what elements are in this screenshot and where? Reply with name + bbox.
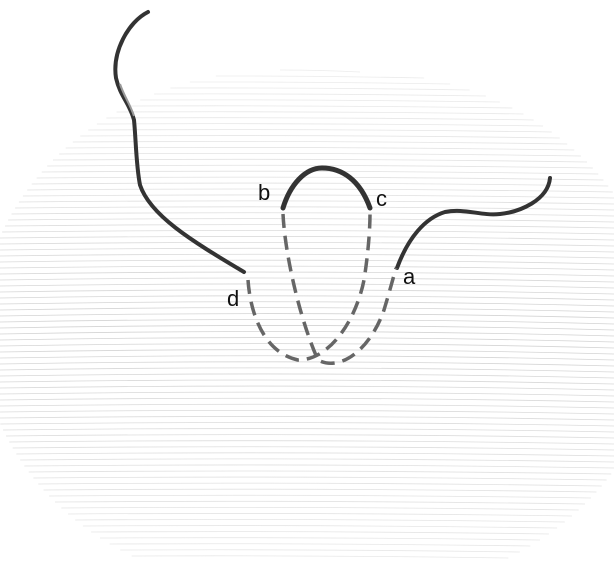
surface-line xyxy=(61,507,578,510)
surface-line xyxy=(0,314,614,318)
surface-line xyxy=(66,147,574,150)
surface-line xyxy=(0,290,614,294)
surface-line xyxy=(0,404,614,408)
surface-line xyxy=(37,177,604,180)
surface-line xyxy=(154,94,486,96)
surface-line xyxy=(49,495,591,498)
surface-line xyxy=(5,225,614,228)
surface-line xyxy=(9,441,614,444)
surface-line xyxy=(0,374,614,378)
surface-line xyxy=(83,526,557,528)
surface-line xyxy=(55,501,585,504)
surface-line xyxy=(3,429,614,432)
label-d: d xyxy=(227,286,239,311)
label-a: a xyxy=(403,264,416,289)
surface-line xyxy=(2,231,614,234)
surface-line xyxy=(0,422,614,426)
surface-line xyxy=(0,302,614,306)
surface-line xyxy=(23,195,614,198)
surface-line xyxy=(8,219,614,222)
surface-line xyxy=(29,471,612,474)
surface-line xyxy=(0,260,614,264)
surface-line xyxy=(16,453,614,456)
surface-line xyxy=(97,124,543,126)
surface-line xyxy=(20,459,614,462)
surface-line xyxy=(110,544,531,546)
surface-line xyxy=(0,278,614,282)
arc-b-c-solid xyxy=(283,168,370,208)
surface-line xyxy=(33,477,606,480)
surface-line xyxy=(132,556,509,558)
surface-line xyxy=(128,106,513,108)
surface-line xyxy=(68,513,572,516)
surface-line xyxy=(19,201,614,204)
surface-line xyxy=(0,386,614,390)
surface-line xyxy=(106,118,533,120)
surface-line xyxy=(24,465,614,468)
surface-line xyxy=(6,435,614,438)
surface-line xyxy=(27,189,613,192)
surface-line xyxy=(42,171,599,174)
surface-line xyxy=(53,159,587,162)
surface-line xyxy=(280,70,360,72)
strand-left-highlight xyxy=(120,84,134,116)
surface-line xyxy=(73,141,567,144)
surface-line xyxy=(0,272,614,276)
label-b: b xyxy=(258,180,270,205)
surface-line xyxy=(117,112,524,114)
surface-line xyxy=(80,136,559,138)
surface-line xyxy=(0,350,614,354)
surface-line xyxy=(44,489,597,492)
surface-line xyxy=(0,296,614,300)
surface-line xyxy=(0,266,614,270)
surface-line xyxy=(0,410,614,414)
surface-line xyxy=(0,248,614,252)
surface-line xyxy=(0,308,614,312)
surface-line xyxy=(12,213,614,216)
surface-shading xyxy=(0,70,614,558)
surface-line xyxy=(190,82,450,84)
surface-line xyxy=(0,380,614,384)
surface-line xyxy=(91,532,549,534)
surface-line xyxy=(100,538,540,540)
surface-line xyxy=(88,130,551,132)
surface-line xyxy=(0,416,614,420)
surface-line xyxy=(120,550,520,552)
surface-line xyxy=(140,100,500,102)
surface-line xyxy=(0,344,614,348)
surface-line xyxy=(0,284,614,288)
surface-line xyxy=(216,76,424,78)
surface-line xyxy=(38,483,601,486)
surface-line xyxy=(0,362,614,366)
surface-line xyxy=(0,242,614,246)
surface-line xyxy=(170,88,469,90)
strand-right-solid xyxy=(397,178,550,268)
surface-line xyxy=(0,236,614,240)
surface-line xyxy=(0,254,614,258)
surface-line xyxy=(75,520,565,522)
surface-line xyxy=(0,392,614,396)
surface-line xyxy=(0,368,614,372)
label-c: c xyxy=(376,186,387,211)
surface-line xyxy=(0,320,614,324)
surface-line xyxy=(32,183,608,186)
surface-line xyxy=(0,338,614,342)
surface-line xyxy=(0,398,614,402)
strand-left-solid xyxy=(115,12,244,272)
surface-line xyxy=(13,447,614,450)
